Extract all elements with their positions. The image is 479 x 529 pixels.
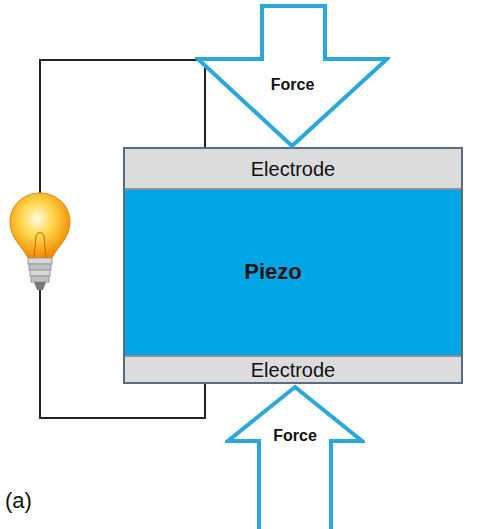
force-arrow-shape (228, 387, 362, 529)
electrode-layer: Electrode (125, 149, 461, 190)
light-bulb (10, 193, 70, 290)
layer-label: Piezo (244, 260, 301, 284)
force-arrow: Force (225, 383, 365, 529)
layer-label: Electrode (251, 158, 336, 180)
figure-label: (a) (5, 488, 32, 514)
piezo-layer: Piezo (125, 190, 461, 355)
layer-label: Electrode (251, 359, 336, 381)
stack-outline (124, 148, 462, 383)
force-label: Force (225, 427, 365, 445)
arrow-outline (225, 383, 365, 529)
electrode-layer: Electrode (125, 355, 461, 382)
force-arrow: Force (195, 4, 390, 150)
force-label: Force (195, 76, 390, 94)
